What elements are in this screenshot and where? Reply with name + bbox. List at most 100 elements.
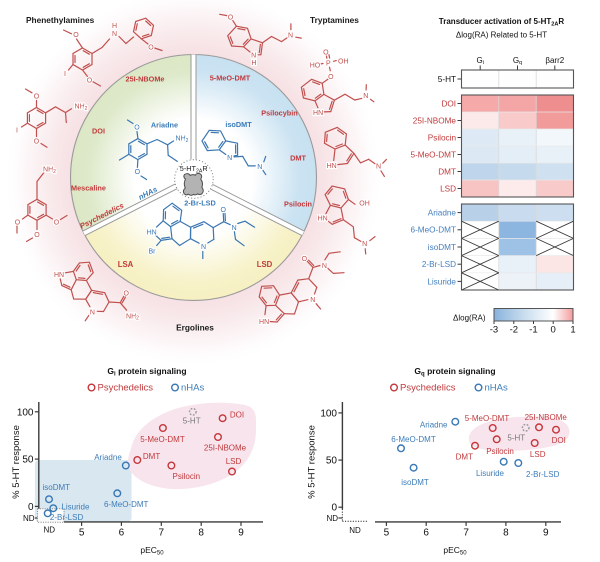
svg-text:O: O [34, 139, 40, 146]
svg-text:50: 50 [326, 456, 338, 467]
svg-text:-1: -1 [529, 325, 537, 336]
svg-text:O: O [15, 220, 21, 227]
svg-text:N: N [251, 53, 256, 60]
svg-text:Psilocin: Psilocin [486, 447, 514, 456]
svg-text:DMT: DMT [438, 167, 456, 176]
svg-text:5-HT: 5-HT [438, 75, 456, 84]
svg-text:HO: HO [310, 63, 321, 70]
svg-text:N: N [376, 164, 381, 171]
svg-text:NH2: NH2 [126, 313, 139, 321]
svg-text:HN: HN [259, 319, 269, 326]
svg-text:8: 8 [198, 527, 204, 538]
svg-text:NH2: NH2 [75, 104, 88, 112]
svg-text:Psychedelics: Psychedelics [98, 383, 154, 394]
svg-text:25I-NBOMe: 25I-NBOMe [126, 75, 165, 84]
svg-text:I: I [16, 128, 18, 135]
svg-text:isoDMT: isoDMT [401, 478, 429, 487]
svg-text:5: 5 [79, 527, 85, 538]
svg-text:N: N [362, 241, 367, 248]
svg-text:Phenethylamines: Phenethylamines [26, 15, 95, 25]
svg-text:Lisuride: Lisuride [427, 277, 456, 286]
svg-text:5-MeO-DMT: 5-MeO-DMT [210, 74, 251, 83]
svg-text:25I-NBOMe: 25I-NBOMe [204, 444, 247, 453]
svg-text:0: 0 [551, 325, 556, 336]
svg-text:ND: ND [349, 526, 361, 535]
svg-text:O: O [323, 49, 329, 56]
svg-text:O: O [134, 125, 140, 132]
svg-text:HN: HN [147, 230, 157, 237]
svg-text:Ariadne: Ariadne [420, 420, 448, 429]
svg-text:Mescaline: Mescaline [71, 184, 106, 193]
svg-text:O: O [228, 14, 234, 21]
svg-text:O: O [34, 94, 40, 101]
svg-text:25I-NBOMe: 25I-NBOMe [525, 413, 568, 422]
svg-text:Ariadne: Ariadne [151, 120, 178, 129]
svg-text:HN: HN [54, 272, 64, 279]
svg-text:6-MeO-DMT: 6-MeO-DMT [104, 500, 149, 509]
svg-text:2-Br-LSD: 2-Br-LSD [526, 470, 560, 479]
svg-text:0: 0 [331, 503, 337, 514]
svg-text:DMT: DMT [456, 453, 473, 462]
svg-text:Tryptamines: Tryptamines [310, 15, 359, 25]
svg-text:LSD: LSD [530, 450, 546, 459]
svg-text:Ergolines: Ergolines [176, 323, 214, 333]
svg-text:Gi protein signaling: Gi protein signaling [107, 366, 186, 377]
svg-text:5-HT: 5-HT [507, 434, 525, 443]
svg-text:O: O [302, 256, 308, 263]
svg-text:O: O [54, 220, 60, 227]
svg-text:O: O [34, 232, 40, 239]
svg-text:βarr2: βarr2 [545, 56, 564, 65]
svg-text:Δlog(RA): Δlog(RA) [453, 313, 486, 322]
svg-text:HN: HN [318, 216, 328, 223]
svg-text:5-MeO-DMT: 5-MeO-DMT [411, 150, 456, 159]
svg-text:isoDMT: isoDMT [428, 243, 456, 252]
svg-text:2-Br-LSD: 2-Br-LSD [422, 260, 456, 269]
svg-text:ND: ND [326, 514, 338, 523]
svg-text:N: N [257, 164, 262, 171]
svg-text:Lisuride: Lisuride [61, 503, 90, 512]
svg-text:O: O [87, 78, 93, 85]
svg-text:100: 100 [17, 407, 34, 418]
svg-text:O: O [148, 45, 154, 52]
svg-text:Lisuride: Lisuride [476, 469, 505, 478]
svg-text:isoDMT: isoDMT [225, 120, 252, 129]
svg-text:0: 0 [28, 502, 34, 513]
svg-text:-3: -3 [490, 325, 498, 336]
svg-text:N: N [288, 32, 293, 39]
svg-text:nHAs: nHAs [181, 383, 204, 394]
svg-text:% 5-HT response: % 5-HT response [11, 425, 22, 499]
svg-text:OH: OH [338, 58, 349, 65]
svg-text:DOI: DOI [230, 410, 244, 419]
svg-text:6: 6 [423, 527, 429, 538]
svg-text:DOI: DOI [441, 99, 456, 108]
svg-text:Gq protein signaling: Gq protein signaling [414, 366, 495, 377]
svg-text:2-Br-LSD: 2-Br-LSD [184, 199, 216, 208]
svg-text:Psilocybin: Psilocybin [261, 109, 298, 118]
svg-text:DMT: DMT [290, 154, 306, 163]
svg-text:NH2: NH2 [43, 167, 56, 175]
svg-text:5-HT2AR: 5-HT2AR [180, 164, 208, 175]
svg-text:-2: -2 [510, 325, 518, 336]
svg-text:O: O [73, 32, 79, 39]
svg-text:O: O [123, 291, 129, 298]
svg-text:N: N [363, 93, 368, 100]
svg-text:25I-NBOMe: 25I-NBOMe [413, 116, 457, 125]
svg-text:6-MeO-DMT: 6-MeO-DMT [391, 435, 436, 444]
svg-text:5-MeO-DMT: 5-MeO-DMT [140, 435, 185, 444]
svg-text:N: N [232, 225, 237, 232]
svg-text:LSD: LSD [440, 184, 456, 193]
svg-text:Ariadne: Ariadne [428, 209, 457, 218]
svg-text:Psilocin: Psilocin [173, 472, 201, 481]
svg-text:5-HT: 5-HT [183, 417, 201, 426]
svg-text:Gi: Gi [476, 56, 483, 66]
svg-text:DMT: DMT [143, 452, 160, 461]
svg-text:5: 5 [384, 527, 390, 538]
svg-text:ND: ND [44, 526, 56, 535]
svg-text:N: N [227, 155, 232, 162]
svg-text:6-MeO-DMT: 6-MeO-DMT [411, 226, 456, 235]
svg-text:pEC50: pEC50 [443, 545, 467, 556]
svg-text:N: N [310, 297, 315, 304]
svg-text:Psilocin: Psilocin [284, 200, 312, 209]
svg-text:I: I [64, 71, 66, 78]
svg-text:Δlog(RA) Related to 5-HT: Δlog(RA) Related to 5-HT [456, 31, 547, 40]
